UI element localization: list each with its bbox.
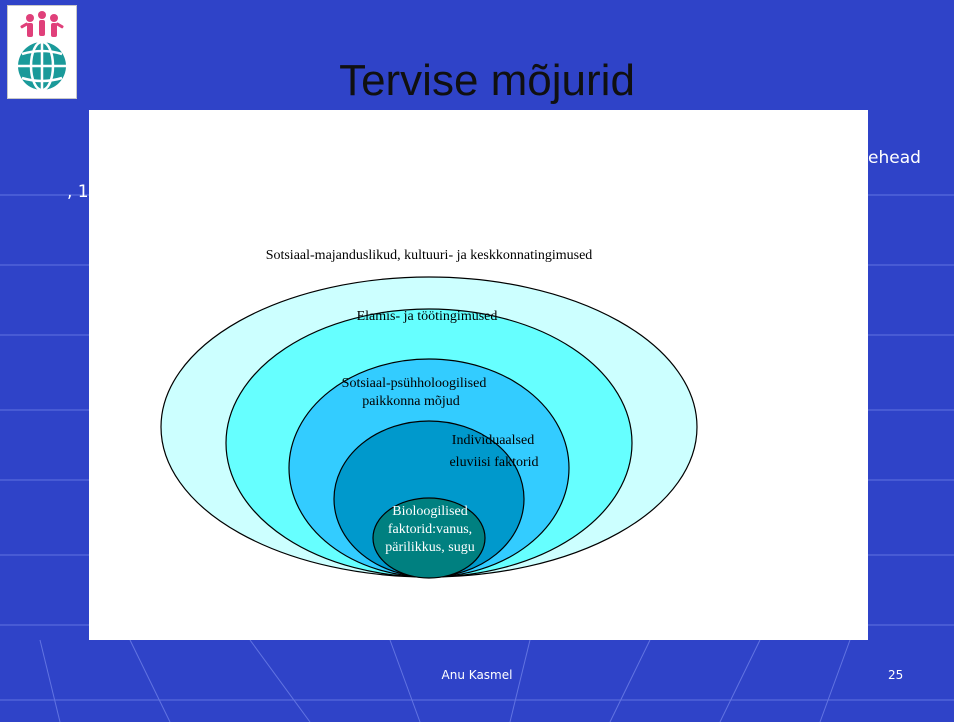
ring-biological-label-line2: faktorid:vanus, bbox=[388, 522, 472, 537]
ring-psychosocial-label-line2: paikkonna mõjud bbox=[362, 394, 460, 409]
page-number: 25 bbox=[888, 668, 904, 682]
ring-individual-label-line1: Individuaalsed bbox=[452, 433, 534, 448]
ring-living-label: Elamis- ja töötingimused bbox=[357, 309, 498, 324]
ring-biological bbox=[372, 497, 486, 579]
ring-psychosocial-label-line1: Sotsiaal-psühholoogilised bbox=[342, 376, 487, 391]
background-text-fragment-right: ehead bbox=[868, 148, 921, 168]
diagram-panel: Sotsiaal-majanduslikud, kultuuri- ja kes… bbox=[89, 110, 868, 640]
ring-individual-label-line2: eluviisi faktorid bbox=[449, 455, 538, 470]
background-text-fragment-left: , 1 bbox=[67, 182, 89, 202]
health-determinants-diagram: Sotsiaal-majanduslikud, kultuuri- ja kes… bbox=[160, 248, 698, 579]
ring-biological-label-line1: Bioloogilised bbox=[392, 504, 467, 519]
ring-outer-label: Sotsiaal-majanduslikud, kultuuri- ja kes… bbox=[266, 248, 593, 263]
globe-people-logo-icon bbox=[18, 11, 66, 92]
ring-biological-label-line3: pärilikkus, sugu bbox=[385, 540, 474, 555]
slide-title: Tervise mõjurid bbox=[339, 56, 635, 105]
footer-author: Anu Kasmel bbox=[441, 668, 513, 682]
organization-logo bbox=[7, 5, 77, 99]
